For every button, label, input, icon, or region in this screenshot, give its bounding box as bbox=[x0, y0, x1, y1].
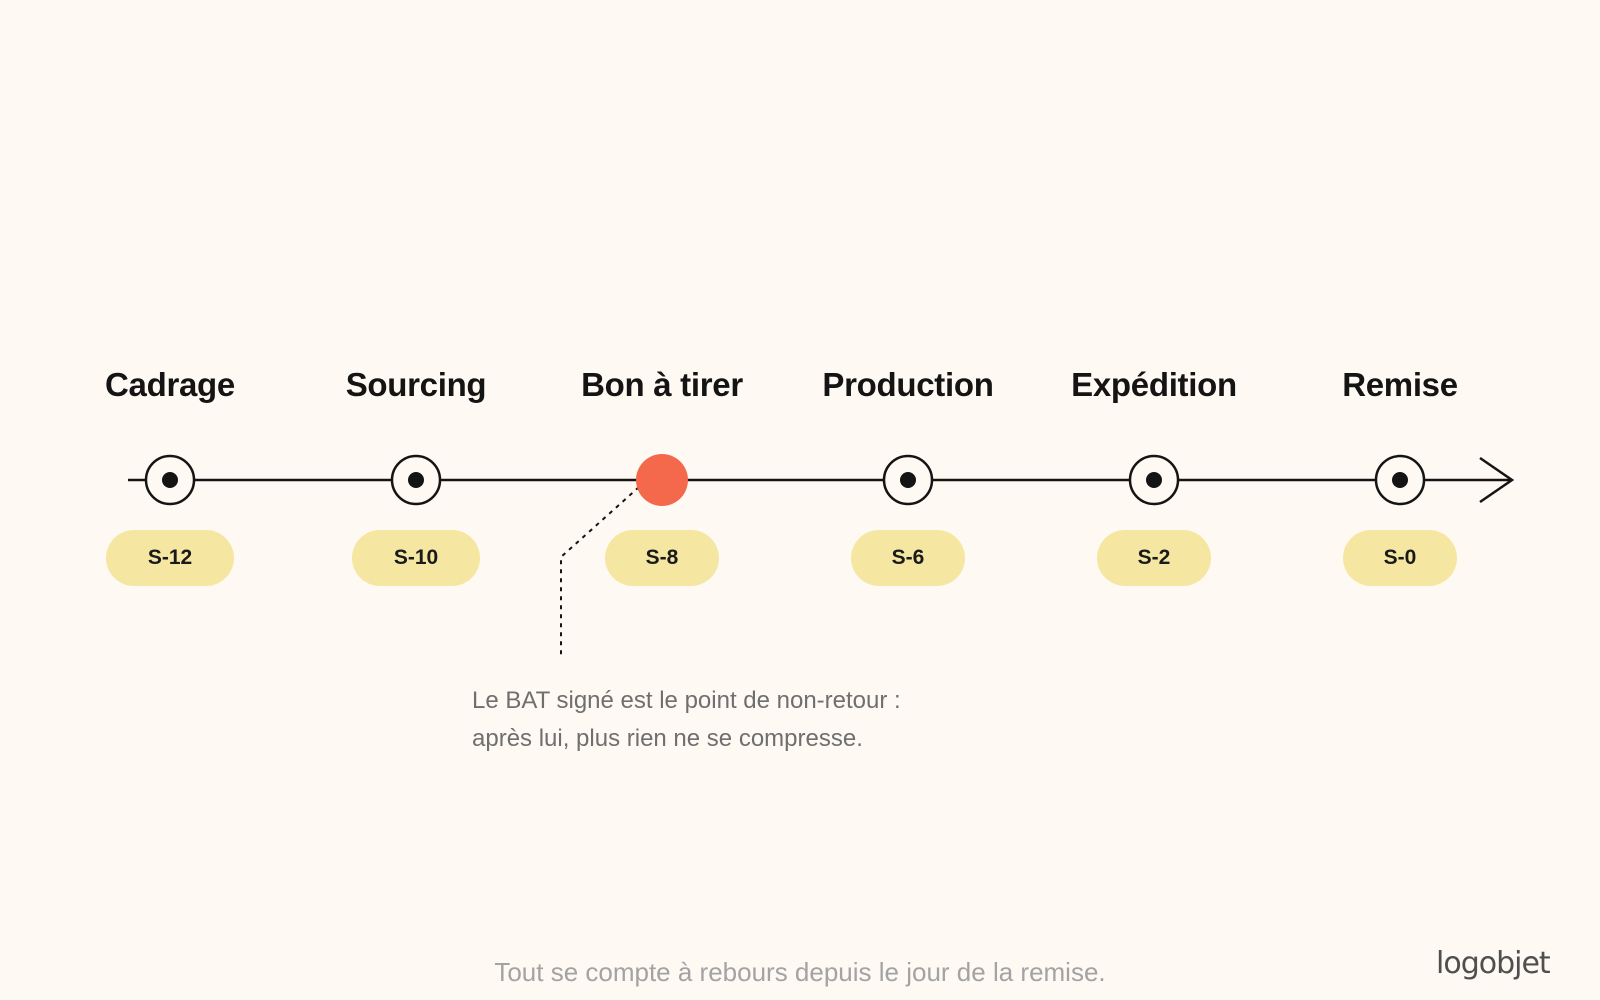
step-title: Production bbox=[822, 366, 994, 403]
bat-annotation: Le BAT signé est le point de non-retour … bbox=[472, 682, 1032, 758]
week-badge: S-6 bbox=[851, 530, 965, 586]
milestone-marker-dot bbox=[1392, 472, 1408, 488]
step-title: Sourcing bbox=[345, 366, 487, 403]
week-badge: S-10 bbox=[352, 530, 480, 586]
annotation-line-1: Le BAT signé est le point de non-retour … bbox=[472, 687, 901, 714]
timeline-arrowhead-icon bbox=[1479, 456, 1515, 504]
milestone-marker-highlight bbox=[636, 454, 688, 506]
footer-caption: Tout se compte à rebours depuis le jour … bbox=[494, 957, 1106, 987]
milestone-marker-dot bbox=[408, 472, 424, 488]
milestone-marker-dot bbox=[1146, 472, 1162, 488]
step-title: Bon à tirer bbox=[581, 366, 743, 403]
step-title: Expédition bbox=[1071, 366, 1237, 403]
step-title: Remise bbox=[1342, 366, 1458, 403]
week-badge: S-12 bbox=[106, 530, 234, 586]
week-badge: S-8 bbox=[605, 530, 719, 586]
week-badge: S-0 bbox=[1343, 530, 1457, 586]
week-badge: S-2 bbox=[1097, 530, 1211, 586]
step-title: Cadrage bbox=[105, 366, 235, 403]
milestone-marker-dot bbox=[900, 472, 916, 488]
annotation-line-2: après lui, plus rien ne se compresse. bbox=[472, 725, 863, 752]
brand-logo: logobjet bbox=[1436, 946, 1551, 981]
milestone-marker-dot bbox=[162, 472, 178, 488]
